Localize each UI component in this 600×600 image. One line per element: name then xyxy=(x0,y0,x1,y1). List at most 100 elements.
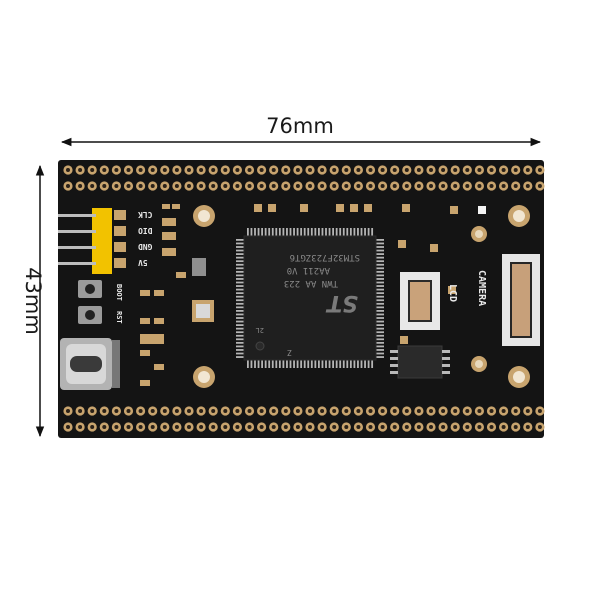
usb-c-port xyxy=(60,338,120,390)
mcu-pin xyxy=(376,239,384,241)
pad-hole xyxy=(525,409,530,413)
pad-hole xyxy=(477,184,482,188)
mcu-pin xyxy=(261,360,263,368)
mcu-pin xyxy=(376,288,384,291)
pad-hole xyxy=(465,425,470,429)
mcu-pin xyxy=(376,260,384,263)
pad-hole xyxy=(344,425,349,429)
pad-hole xyxy=(368,184,373,188)
height-label: 43mm xyxy=(21,267,45,335)
mcu-pin xyxy=(236,345,244,348)
pad-hole xyxy=(392,184,397,188)
mcu-pin xyxy=(236,349,244,351)
mcu-pin xyxy=(303,228,306,236)
mcu-line-4: 2L xyxy=(256,326,264,334)
mcu-pin xyxy=(310,228,313,236)
pad-hole xyxy=(332,425,337,429)
mcu-pin xyxy=(236,313,244,316)
pad-hole xyxy=(187,409,191,413)
mcu-pin xyxy=(236,302,244,305)
mcu-pin xyxy=(236,285,244,287)
pad-hole xyxy=(283,425,288,429)
pad-hole xyxy=(211,168,216,172)
mcu-pin xyxy=(376,295,384,298)
lcd-label: LCD xyxy=(447,284,458,302)
mcu-pin xyxy=(376,338,384,341)
pad-hole xyxy=(513,184,518,188)
pad-hole xyxy=(114,168,119,172)
pad-hole xyxy=(295,184,300,188)
pad-hole xyxy=(66,168,70,172)
pad-hole xyxy=(114,409,119,413)
pad-hole xyxy=(416,425,421,429)
mcu-pin xyxy=(236,270,244,273)
pin-label-gnd: GND xyxy=(138,242,153,251)
mcu-pin xyxy=(371,228,374,236)
mcu-pin xyxy=(328,228,331,236)
pad-hole xyxy=(392,168,397,172)
mcu-pin xyxy=(367,228,370,236)
pad-hole xyxy=(392,409,397,413)
mcu-pin xyxy=(236,256,244,259)
pin-label-5v: 5V xyxy=(138,258,148,267)
swd-pin-header xyxy=(58,208,126,274)
lcd-connector xyxy=(400,272,440,330)
pad-hole xyxy=(537,409,542,413)
pad-hole xyxy=(271,168,276,172)
mcu-pin xyxy=(321,360,324,368)
pad-hole xyxy=(513,425,518,429)
pad-hole xyxy=(211,409,216,413)
mcu-pin xyxy=(250,360,253,368)
pad-hole xyxy=(187,184,191,188)
header-pads xyxy=(63,165,545,432)
pad-hole xyxy=(380,184,385,188)
mcu-pin xyxy=(321,228,324,236)
mcu-pin xyxy=(300,228,303,236)
reset-button xyxy=(78,306,102,324)
pad-hole xyxy=(356,184,361,188)
mcu-pin xyxy=(332,360,334,368)
pad-hole xyxy=(477,168,482,172)
mcu-pin xyxy=(357,360,359,368)
mcu-pin xyxy=(376,302,384,305)
pad-hole xyxy=(453,409,458,413)
mcu-pin xyxy=(376,270,384,273)
status-led xyxy=(478,206,486,214)
pad-hole xyxy=(295,168,300,172)
pad-hole xyxy=(90,168,95,172)
pad-hole xyxy=(513,168,518,172)
pad-hole xyxy=(102,409,107,413)
pad-hole xyxy=(441,184,446,188)
pad-hole xyxy=(223,168,228,172)
pad-hole xyxy=(465,168,470,172)
pad-hole xyxy=(102,425,107,429)
mcu-pin xyxy=(236,292,244,295)
pad-hole xyxy=(344,184,349,188)
mcu-pin xyxy=(236,260,244,263)
pad-hole xyxy=(247,168,252,172)
pad-hole xyxy=(174,409,179,413)
mcu-pin xyxy=(257,360,260,368)
mcu-pin xyxy=(376,356,384,358)
mcu-pin xyxy=(376,327,384,330)
mcu-pin xyxy=(268,360,271,368)
mcu-chip: STM32F723ZGT6 AA211 V0 TWN AA 223 2L Z S… xyxy=(236,228,384,368)
mcu-pin xyxy=(236,239,244,241)
pad-hole xyxy=(308,184,312,188)
mcu-pin xyxy=(278,360,281,368)
pad-hole xyxy=(429,168,433,172)
pad-hole xyxy=(235,184,240,188)
mcu-pin xyxy=(296,228,299,236)
pad-hole xyxy=(429,409,433,413)
pad-hole xyxy=(477,409,482,413)
mcu-pin xyxy=(346,228,349,236)
mcu-pin xyxy=(236,327,244,330)
mcu-pin xyxy=(314,360,317,368)
mcu-pin xyxy=(271,228,274,236)
pad-hole xyxy=(320,184,325,188)
pad-hole xyxy=(78,168,83,172)
camera-connector xyxy=(502,254,540,346)
mcu-pin xyxy=(236,324,244,326)
pad-hole xyxy=(489,425,494,429)
